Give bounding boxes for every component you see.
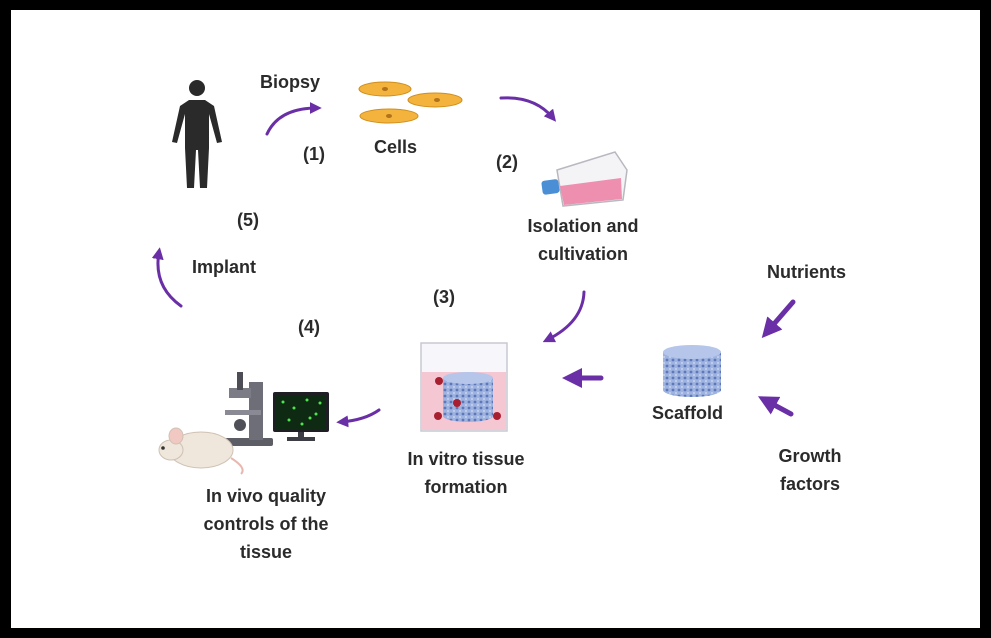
label-growth-factors: Growth factors (765, 442, 855, 498)
arrow-beaker-to-qc (336, 408, 381, 428)
label-in-vivo-line3: tissue (239, 542, 293, 562)
diagram-canvas: Biopsy (1) Cells (2) Isolation and culti… (11, 10, 980, 628)
arrow-biopsy (265, 102, 322, 136)
arrow-cells-to-flask (499, 96, 557, 122)
label-isolation-line1: Isolation and (527, 216, 639, 236)
label-in-vivo-line1: In vivo quality (205, 486, 327, 506)
mouse-icon (158, 427, 244, 475)
label-growth-line2: factors (779, 474, 841, 494)
label-step-3: (3) (433, 287, 455, 307)
label-in-vivo: In vivo quality controls of the tissue (191, 482, 341, 566)
arrow-implant (151, 247, 183, 308)
label-isolation: Isolation and cultivation (513, 212, 653, 268)
scaffold-icon (663, 345, 721, 397)
label-in-vitro-line2: formation (424, 477, 508, 497)
arrow-growth-factors (757, 396, 794, 417)
culture-flask-icon (541, 151, 628, 207)
label-step-2: (2) (496, 152, 518, 172)
label-biopsy: Biopsy (260, 72, 321, 92)
diagram-artwork (151, 80, 796, 475)
arrow-nutrients (761, 299, 796, 339)
label-step-5: (5) (237, 210, 259, 230)
label-cells: Cells (374, 137, 418, 157)
label-nutrients: Nutrients (767, 262, 847, 282)
label-in-vitro: In vitro tissue formation (391, 445, 541, 501)
label-step-1: (1) (303, 144, 325, 164)
label-in-vitro-line1: In vitro tissue (407, 449, 525, 469)
label-step-4: (4) (298, 317, 320, 337)
label-scaffold: Scaffold (652, 403, 724, 423)
microscope-icon (221, 372, 273, 446)
arrow-flask-to-beaker (542, 290, 586, 343)
human-body-icon (172, 80, 222, 188)
label-implant: Implant (192, 257, 257, 277)
label-isolation-line2: cultivation (537, 244, 628, 264)
tissue-beaker-icon (420, 342, 508, 432)
monitor-icon (273, 392, 329, 441)
label-in-vivo-line2: controls of the (203, 514, 329, 534)
cells-icon (358, 81, 463, 124)
label-growth-line1: Growth (778, 446, 842, 466)
